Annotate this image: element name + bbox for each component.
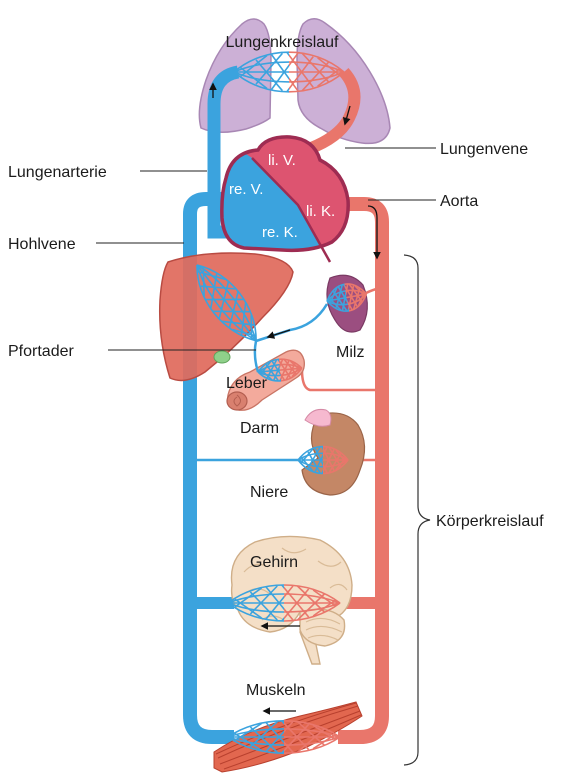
label-gehirn: Gehirn: [250, 554, 298, 571]
label-milz: Milz: [336, 344, 364, 361]
label-lungenkreislauf: Lungenkreislauf: [226, 34, 340, 51]
label-pfortader: Pfortader: [8, 343, 74, 360]
label-muskeln: Muskeln: [246, 682, 306, 699]
label-left-atrium: li. V.: [268, 152, 296, 169]
label-aorta: Aorta: [440, 193, 478, 210]
spleen: [325, 275, 369, 332]
label-darm: Darm: [240, 420, 279, 437]
intestine-opening: [227, 392, 247, 410]
gallbladder: [214, 351, 230, 363]
label-leber: Leber: [226, 375, 268, 392]
label-right-ventricle: re. K.: [262, 224, 298, 241]
label-koerperkreislauf: Körperkreislauf: [436, 513, 544, 530]
heart: li. V. re. V. li. K. re. K.: [210, 130, 360, 262]
adrenal-gland: [305, 409, 331, 426]
label-left-ventricle: li. K.: [306, 203, 335, 220]
mesenteric-artery: [302, 370, 380, 390]
label-niere: Niere: [250, 484, 288, 501]
flow-arrow-portal-vein: [268, 330, 290, 337]
koerperkreislauf-brace: [404, 255, 430, 765]
label-lungenarterie: Lungenarterie: [8, 164, 107, 181]
kidney: [298, 409, 365, 495]
label-hohlvene: Hohlvene: [8, 236, 76, 253]
label-lungenvene: Lungenvene: [440, 141, 528, 158]
muscle: [214, 702, 362, 772]
label-right-atrium: re. V.: [229, 181, 263, 198]
portal-vein-intestinal-branch: [255, 341, 258, 372]
